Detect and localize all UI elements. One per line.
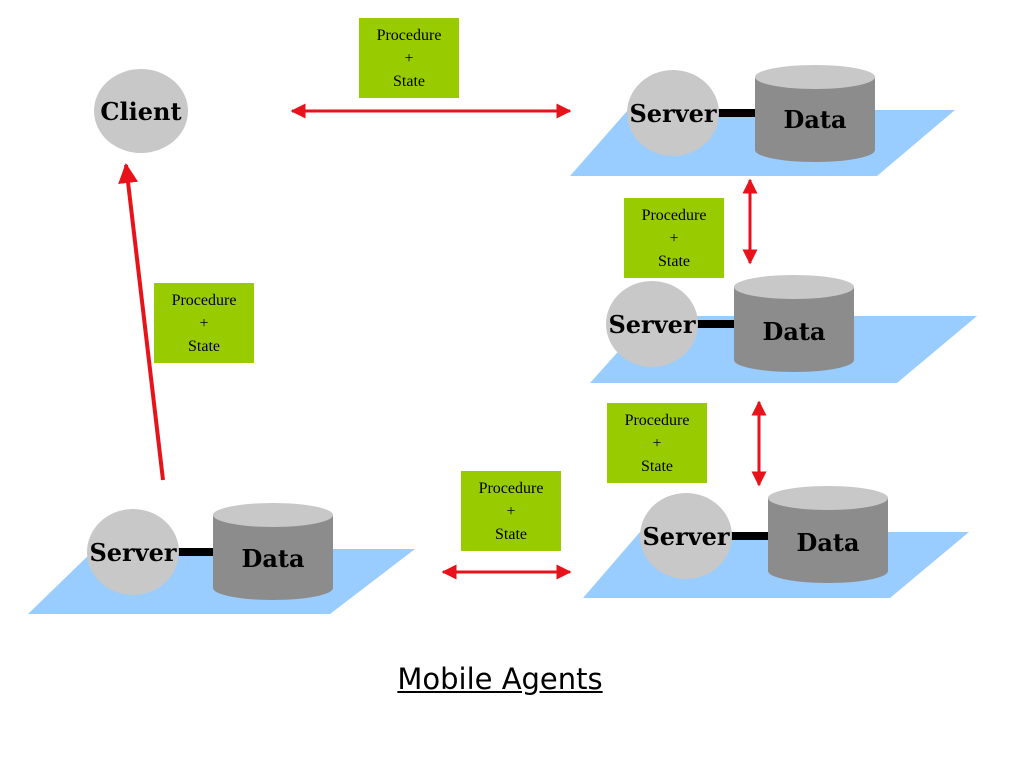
badge-procedure: Procedure (624, 411, 690, 429)
connector (718, 109, 758, 117)
badge-plus: + (404, 49, 414, 67)
server-label: Server (89, 538, 176, 567)
page-title: Mobile Agents (397, 662, 603, 696)
procedure-state-badge-right-upper: Procedure + State (624, 198, 724, 278)
client-circle (94, 69, 188, 153)
server-label: Server (608, 310, 695, 339)
server-circle (627, 70, 719, 156)
server-group-middle-right: Data Server (590, 275, 977, 383)
data-label: Data (242, 544, 305, 573)
server-label: Server (629, 99, 716, 128)
badge-procedure: Procedure (478, 479, 544, 497)
server-group-bottom-right: Data Server (583, 486, 969, 598)
badge-state: State (641, 457, 673, 475)
data-cylinder: Data (768, 486, 888, 583)
data-label: Data (784, 105, 847, 134)
badge-plus: + (506, 502, 516, 520)
procedure-state-badge-bottom: Procedure + State (461, 471, 561, 551)
server-label: Server (642, 522, 729, 551)
client-node: Client (94, 69, 188, 153)
badge-state: State (495, 525, 527, 543)
badge-state: State (393, 72, 425, 90)
badge-state: State (658, 252, 690, 270)
badge-procedure: Procedure (376, 26, 442, 44)
badge-procedure: Procedure (641, 206, 707, 224)
procedure-state-badge-top: Procedure + State (359, 18, 459, 98)
data-cylinder: Data (213, 503, 333, 600)
connector (731, 532, 771, 540)
data-cylinder: Data (755, 65, 875, 162)
arrow-server-bottom-left-to-client (118, 163, 165, 481)
client-label: Client (100, 97, 181, 126)
badge-plus: + (652, 434, 662, 452)
procedure-state-badge-right-lower: Procedure + State (607, 403, 707, 483)
server-group-bottom-left: Data Server (28, 503, 415, 614)
server-group-top-right: Data Server (570, 65, 955, 176)
server-circle (606, 281, 698, 367)
procedure-state-badge-left: Procedure + State (154, 283, 254, 363)
badge-state: State (188, 337, 220, 355)
server-circle (87, 509, 179, 595)
badge-plus: + (669, 229, 679, 247)
badge-procedure: Procedure (171, 291, 237, 309)
badge-plus: + (199, 314, 209, 332)
data-label: Data (763, 317, 826, 346)
server-circle (640, 493, 732, 579)
data-label: Data (797, 528, 860, 557)
connector (697, 320, 737, 328)
connector (175, 548, 215, 556)
data-cylinder: Data (734, 275, 854, 372)
